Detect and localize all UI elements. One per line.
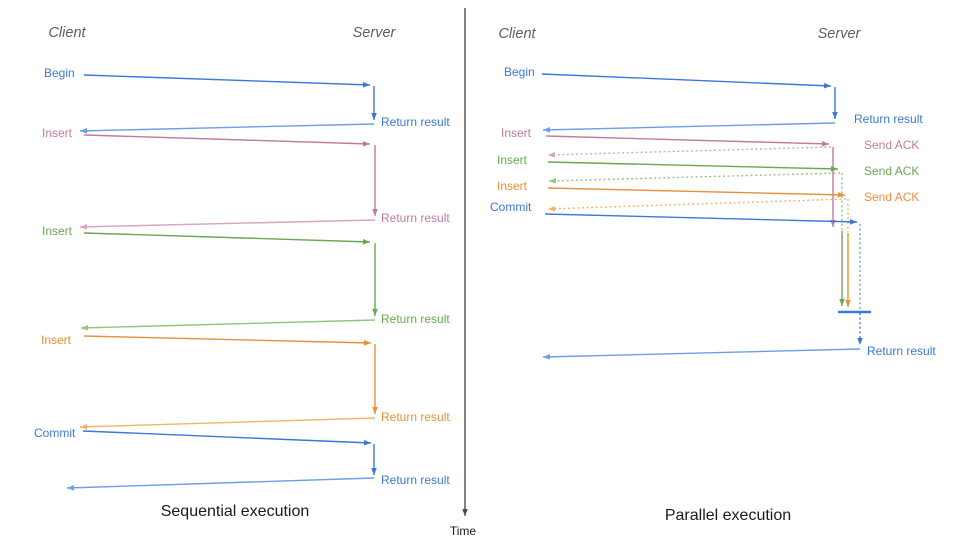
sequential-arrow (83, 134, 371, 147)
sequential-arrow (372, 243, 378, 316)
label-send-ack: Send ACK (864, 190, 920, 204)
sequential-arrow (83, 74, 371, 88)
sequential-server-header: Server (352, 25, 396, 41)
sequential-arrow (80, 319, 376, 331)
label-insert: Insert (41, 333, 72, 347)
sequential-client-header: Client (48, 25, 86, 41)
parallel-arrow (547, 187, 846, 198)
label-return-result: Return result (381, 312, 450, 326)
parallel-arrow (542, 348, 861, 360)
sequential-arrow (83, 335, 372, 346)
sequential-arrow (79, 417, 376, 430)
parallel-server-header: Server (817, 26, 861, 42)
sequential-arrow (66, 477, 375, 491)
parallel-arrow (542, 122, 836, 133)
sequential-arrow (79, 219, 376, 230)
label-return-result: Return result (867, 344, 936, 358)
parallel-arrow (545, 135, 830, 147)
sequential-arrow (371, 86, 377, 120)
parallel-arrow (547, 198, 847, 212)
label-begin: Begin (44, 66, 75, 80)
parallel-arrow (548, 172, 841, 184)
parallel-execution-title: Parallel execution (664, 507, 792, 524)
label-return-result: Return result (381, 473, 450, 487)
parallel-arrow (845, 233, 851, 307)
sequential-arrow (372, 344, 378, 414)
label-send-ack: Send ACK (864, 138, 920, 152)
label-send-ack: Send ACK (864, 164, 920, 178)
parallel-arrow (830, 147, 836, 227)
label-return-result: Return result (381, 410, 450, 424)
sequential-arrow (79, 123, 375, 134)
label-return-result: Return result (381, 115, 450, 129)
sequential-execution-title: Sequential execution (160, 503, 310, 520)
time-axis-line (462, 8, 468, 516)
time-axis-label: Time (449, 524, 477, 538)
sequential-arrow (83, 232, 371, 245)
parallel-client-header: Client (498, 26, 536, 42)
parallel-arrow (544, 213, 858, 225)
parallel-arrow (541, 73, 832, 89)
parallel-arrow (857, 313, 863, 345)
sequential-arrow (371, 444, 377, 475)
parallel-arrow (832, 87, 838, 119)
label-commit: Commit (34, 426, 76, 440)
label-return-result: Return result (381, 211, 450, 225)
label-insert: Insert (42, 126, 73, 140)
parallel-arrow (839, 231, 845, 306)
sequential-arrow (372, 145, 378, 216)
parallel-arrow (547, 161, 839, 172)
parallel-arrow (547, 146, 832, 158)
label-return-result: Return result (854, 112, 923, 126)
label-insert: Insert (497, 153, 528, 167)
label-begin: Begin (504, 65, 535, 79)
label-insert: Insert (497, 179, 528, 193)
label-insert: Insert (42, 224, 73, 238)
label-insert: Insert (501, 126, 532, 140)
sequential-arrow (82, 430, 372, 446)
label-commit: Commit (490, 200, 532, 214)
